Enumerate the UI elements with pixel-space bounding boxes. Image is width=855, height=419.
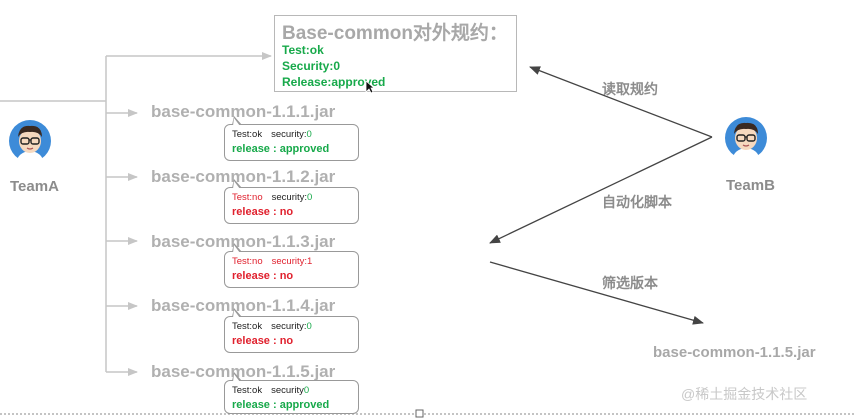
arrow-label-auto-script: 自动化脚本 — [602, 194, 672, 210]
team-a-avatar-icon — [9, 120, 51, 163]
jar-status-bubble-1: Test:ok security:0 release : approved — [224, 116, 359, 161]
spec-test: Test:ok — [282, 43, 324, 57]
team-b-label: TeamB — [726, 177, 775, 194]
jar-status-bubble-4: Test:ok security:0 release : no — [224, 308, 359, 353]
jar-2-release: release : no — [232, 206, 294, 218]
jar-status-bubble-5: Test:ok security0 release : approved — [224, 372, 359, 414]
jar-3-security: security: — [271, 256, 308, 267]
jar-1-test: Test:ok — [232, 129, 263, 140]
jar-2-security: security: — [271, 192, 308, 203]
jar-2-test: Test:no — [232, 192, 263, 203]
arrow-auto-script — [489, 136, 713, 244]
mouse-cursor-icon — [365, 80, 375, 94]
jar-1-release: release : approved — [232, 143, 330, 155]
team-b-avatar-icon — [725, 117, 767, 160]
jar-4-test: Test:ok — [232, 321, 263, 332]
spec-release: Release:approved — [282, 75, 386, 89]
jar-5-security-value: 0 — [303, 385, 310, 396]
jar-2-security-value: 0 — [307, 192, 313, 203]
jar-4-security: security: — [271, 321, 307, 332]
team-a-label: TeamA — [10, 178, 59, 195]
jar-label-4: base-common-1.1.4.jar — [151, 296, 336, 315]
jar-3-test: Test:no — [232, 256, 263, 267]
jar-status-bubble-3: Test:no security:1 release : no — [224, 243, 359, 288]
jar-5-release: release : approved — [232, 399, 330, 411]
arrow-label-filter-version: 筛选版本 — [602, 275, 658, 291]
jar-3-release: release : no — [232, 270, 294, 282]
jar-4-security-value: 0 — [306, 321, 312, 332]
watermark: @稀土掘金技术社区 — [681, 386, 808, 402]
jar-label-1: base-common-1.1.1.jar — [151, 102, 336, 121]
arrow-label-read-spec: 读取规约 — [602, 81, 658, 97]
jar-label-5: base-common-1.1.5.jar — [151, 362, 336, 381]
jar-3-security-value: 1 — [307, 256, 313, 267]
jar-label-3: base-common-1.1.3.jar — [151, 232, 336, 251]
jar-1-security: security: — [271, 129, 307, 140]
jar-1-security-value: 0 — [306, 129, 312, 140]
result-jar-label: base-common-1.1.5.jar — [653, 344, 816, 361]
arrow-read-spec — [529, 66, 713, 138]
spec-box: Base-common对外规约： Test:ok Security:0 Rele… — [274, 15, 517, 94]
spec-title: Base-common对外规约： — [282, 23, 508, 44]
jar-4-release: release : no — [232, 335, 294, 347]
resize-handle[interactable] — [415, 409, 424, 418]
jar-5-security: security — [271, 385, 304, 396]
arrow-filter-version — [489, 261, 704, 325]
jar-5-test: Test:ok — [232, 385, 263, 396]
jar-status-bubble-2: Test:no security:0 release : no — [224, 179, 359, 224]
jar-label-2: base-common-1.1.2.jar — [151, 167, 336, 186]
spec-security: Security:0 — [282, 59, 341, 73]
